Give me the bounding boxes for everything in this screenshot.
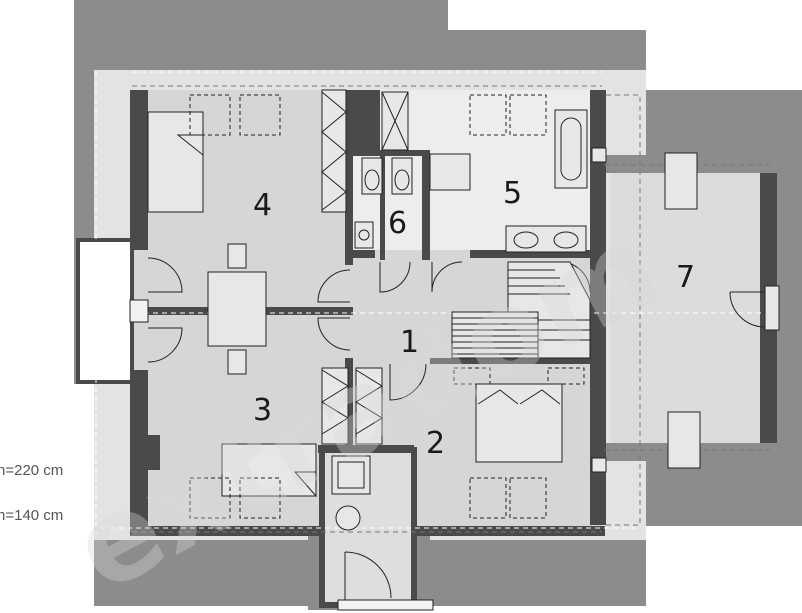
porch-fixtures	[331, 455, 434, 611]
bathroom-fixtures	[381, 91, 588, 253]
balcony	[76, 238, 134, 384]
room-7-label: 7	[676, 260, 695, 295]
room-3-label: 3	[253, 393, 272, 428]
staircase	[451, 261, 591, 359]
window-left	[129, 299, 149, 323]
legend-height-140: h=140 cm	[0, 507, 63, 524]
room-7-fixtures	[591, 147, 780, 473]
bed-room-2	[453, 367, 585, 519]
room-7-floor	[610, 170, 770, 445]
wardrobe-room-4	[321, 89, 347, 213]
door-swing	[147, 257, 591, 401]
room-5-label: 5	[503, 176, 522, 211]
bed-room-4	[147, 94, 281, 213]
wardrobe-room-3	[321, 367, 383, 445]
desk-shared	[207, 243, 267, 375]
room-2-label: 2	[426, 426, 445, 461]
toilet-fixtures	[354, 157, 413, 249]
legend-height-220: h=220 cm	[0, 462, 63, 479]
entrance-step	[337, 599, 434, 611]
ceiling-height-lines	[90, 71, 770, 535]
room-1-label: 1	[400, 325, 419, 360]
room-4-label: 4	[253, 188, 272, 223]
room-6-label: 6	[388, 206, 407, 241]
bed-room-3	[189, 443, 317, 519]
